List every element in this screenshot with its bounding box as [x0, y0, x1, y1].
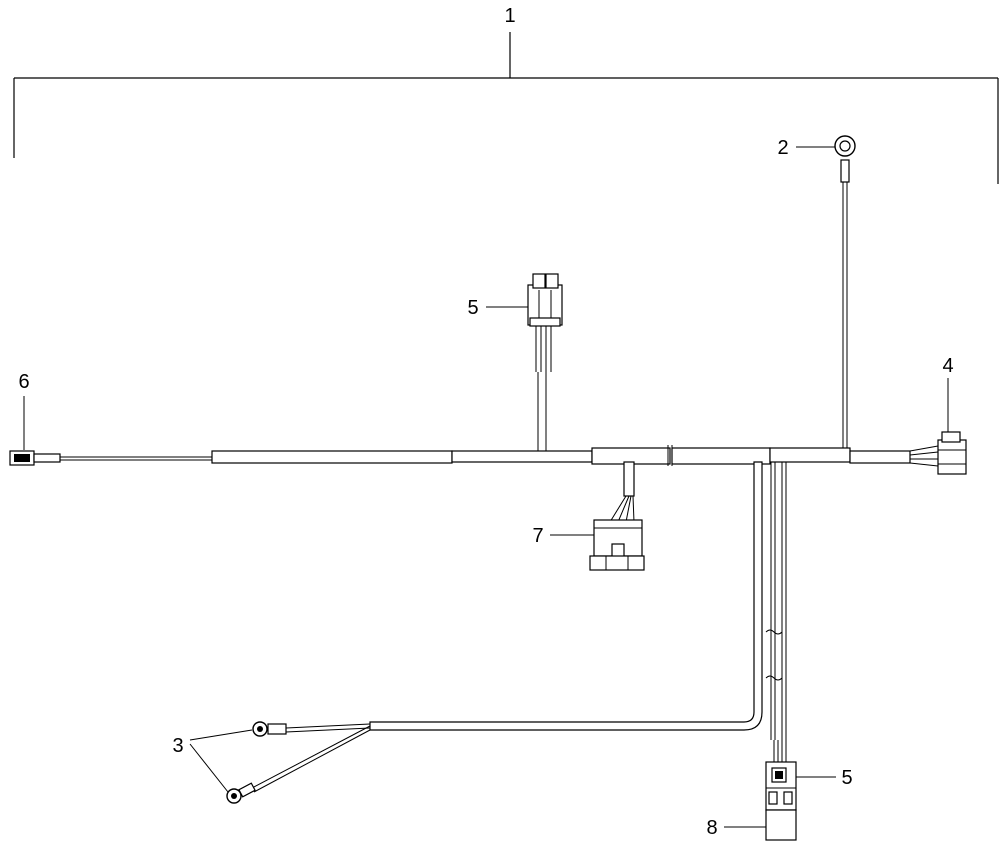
callout-4: 4	[942, 355, 954, 432]
callout-label-3: 3	[172, 735, 183, 757]
connector-left	[9, 450, 61, 466]
ring-terminals-bottom	[226, 721, 268, 804]
callout-label-5-upper: 5	[467, 297, 478, 319]
callout-label-1: 1	[504, 5, 515, 27]
callout-label-7: 7	[532, 525, 543, 547]
callout-label-8: 8	[706, 817, 717, 839]
callout-5-lower: 5	[796, 767, 853, 789]
callout-6: 6	[18, 371, 30, 450]
connector-lower	[765, 761, 797, 841]
callout-5-upper: 5	[467, 297, 528, 319]
callout-2: 2	[777, 137, 835, 159]
callout-label-2: 2	[777, 137, 788, 159]
callout-3: 3	[172, 729, 253, 793]
connector-center	[589, 519, 645, 571]
callout-7: 7	[532, 525, 594, 547]
callout-1: 1	[504, 5, 515, 27]
connector-upper	[527, 273, 563, 327]
branch-upper-connector	[535, 326, 552, 451]
branch-ring-terminal-top	[840, 159, 850, 448]
callout-label-6: 6	[18, 371, 29, 393]
connector-right	[937, 431, 967, 475]
main-harness-trunk	[60, 445, 939, 467]
branch-lower	[369, 461, 787, 766]
assembly-bracket	[13, 32, 999, 184]
callout-label-4: 4	[942, 355, 953, 377]
callout-label-5-lower: 5	[841, 767, 852, 789]
callout-8: 8	[706, 817, 766, 839]
ring-terminal-top	[834, 135, 856, 157]
ring-terminal-wires	[251, 723, 371, 793]
branch-center-connector	[609, 461, 635, 523]
